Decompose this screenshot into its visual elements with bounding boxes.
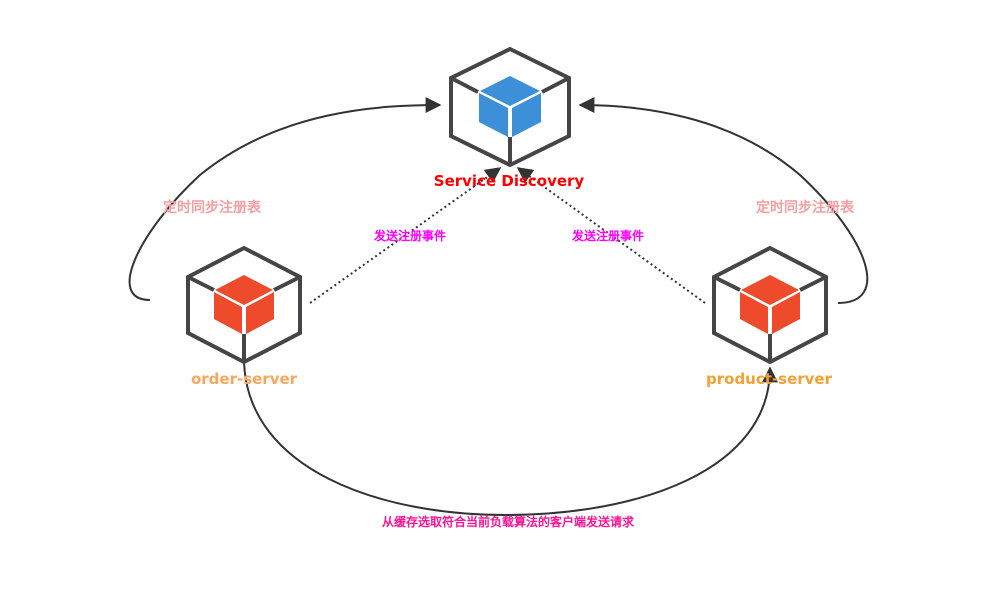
cube-icon bbox=[214, 275, 274, 334]
product-register-label: 发送注册事件 bbox=[571, 228, 644, 243]
product-server-node[interactable] bbox=[712, 245, 828, 365]
order-sync-label: 定时同步注册表 bbox=[163, 199, 262, 216]
order-server-label: order-server bbox=[191, 370, 298, 388]
request-edge bbox=[243, 361, 778, 517]
cube-icon bbox=[740, 275, 800, 334]
service-discovery-label: Service Discovery bbox=[434, 172, 585, 190]
order-sync-edge bbox=[128, 97, 442, 301]
order-register-label: 发送注册事件 bbox=[373, 228, 446, 243]
order-server-node[interactable] bbox=[186, 245, 302, 365]
product-sync-label: 定时同步注册表 bbox=[756, 199, 855, 216]
hexagon-outline-icon bbox=[712, 245, 828, 365]
hexagon-outline-icon bbox=[449, 46, 571, 168]
product-server-label: product-server bbox=[706, 370, 833, 388]
cube-icon bbox=[479, 76, 541, 137]
request-label: 从缓存选取符合当前负载算法的客户端发送请求 bbox=[382, 514, 635, 529]
service-discovery-node[interactable] bbox=[449, 46, 571, 168]
order-register-edge bbox=[309, 167, 502, 304]
product-sync-edge bbox=[578, 97, 869, 304]
product-register-edge bbox=[516, 167, 706, 304]
hexagon-outline-icon bbox=[186, 245, 302, 365]
